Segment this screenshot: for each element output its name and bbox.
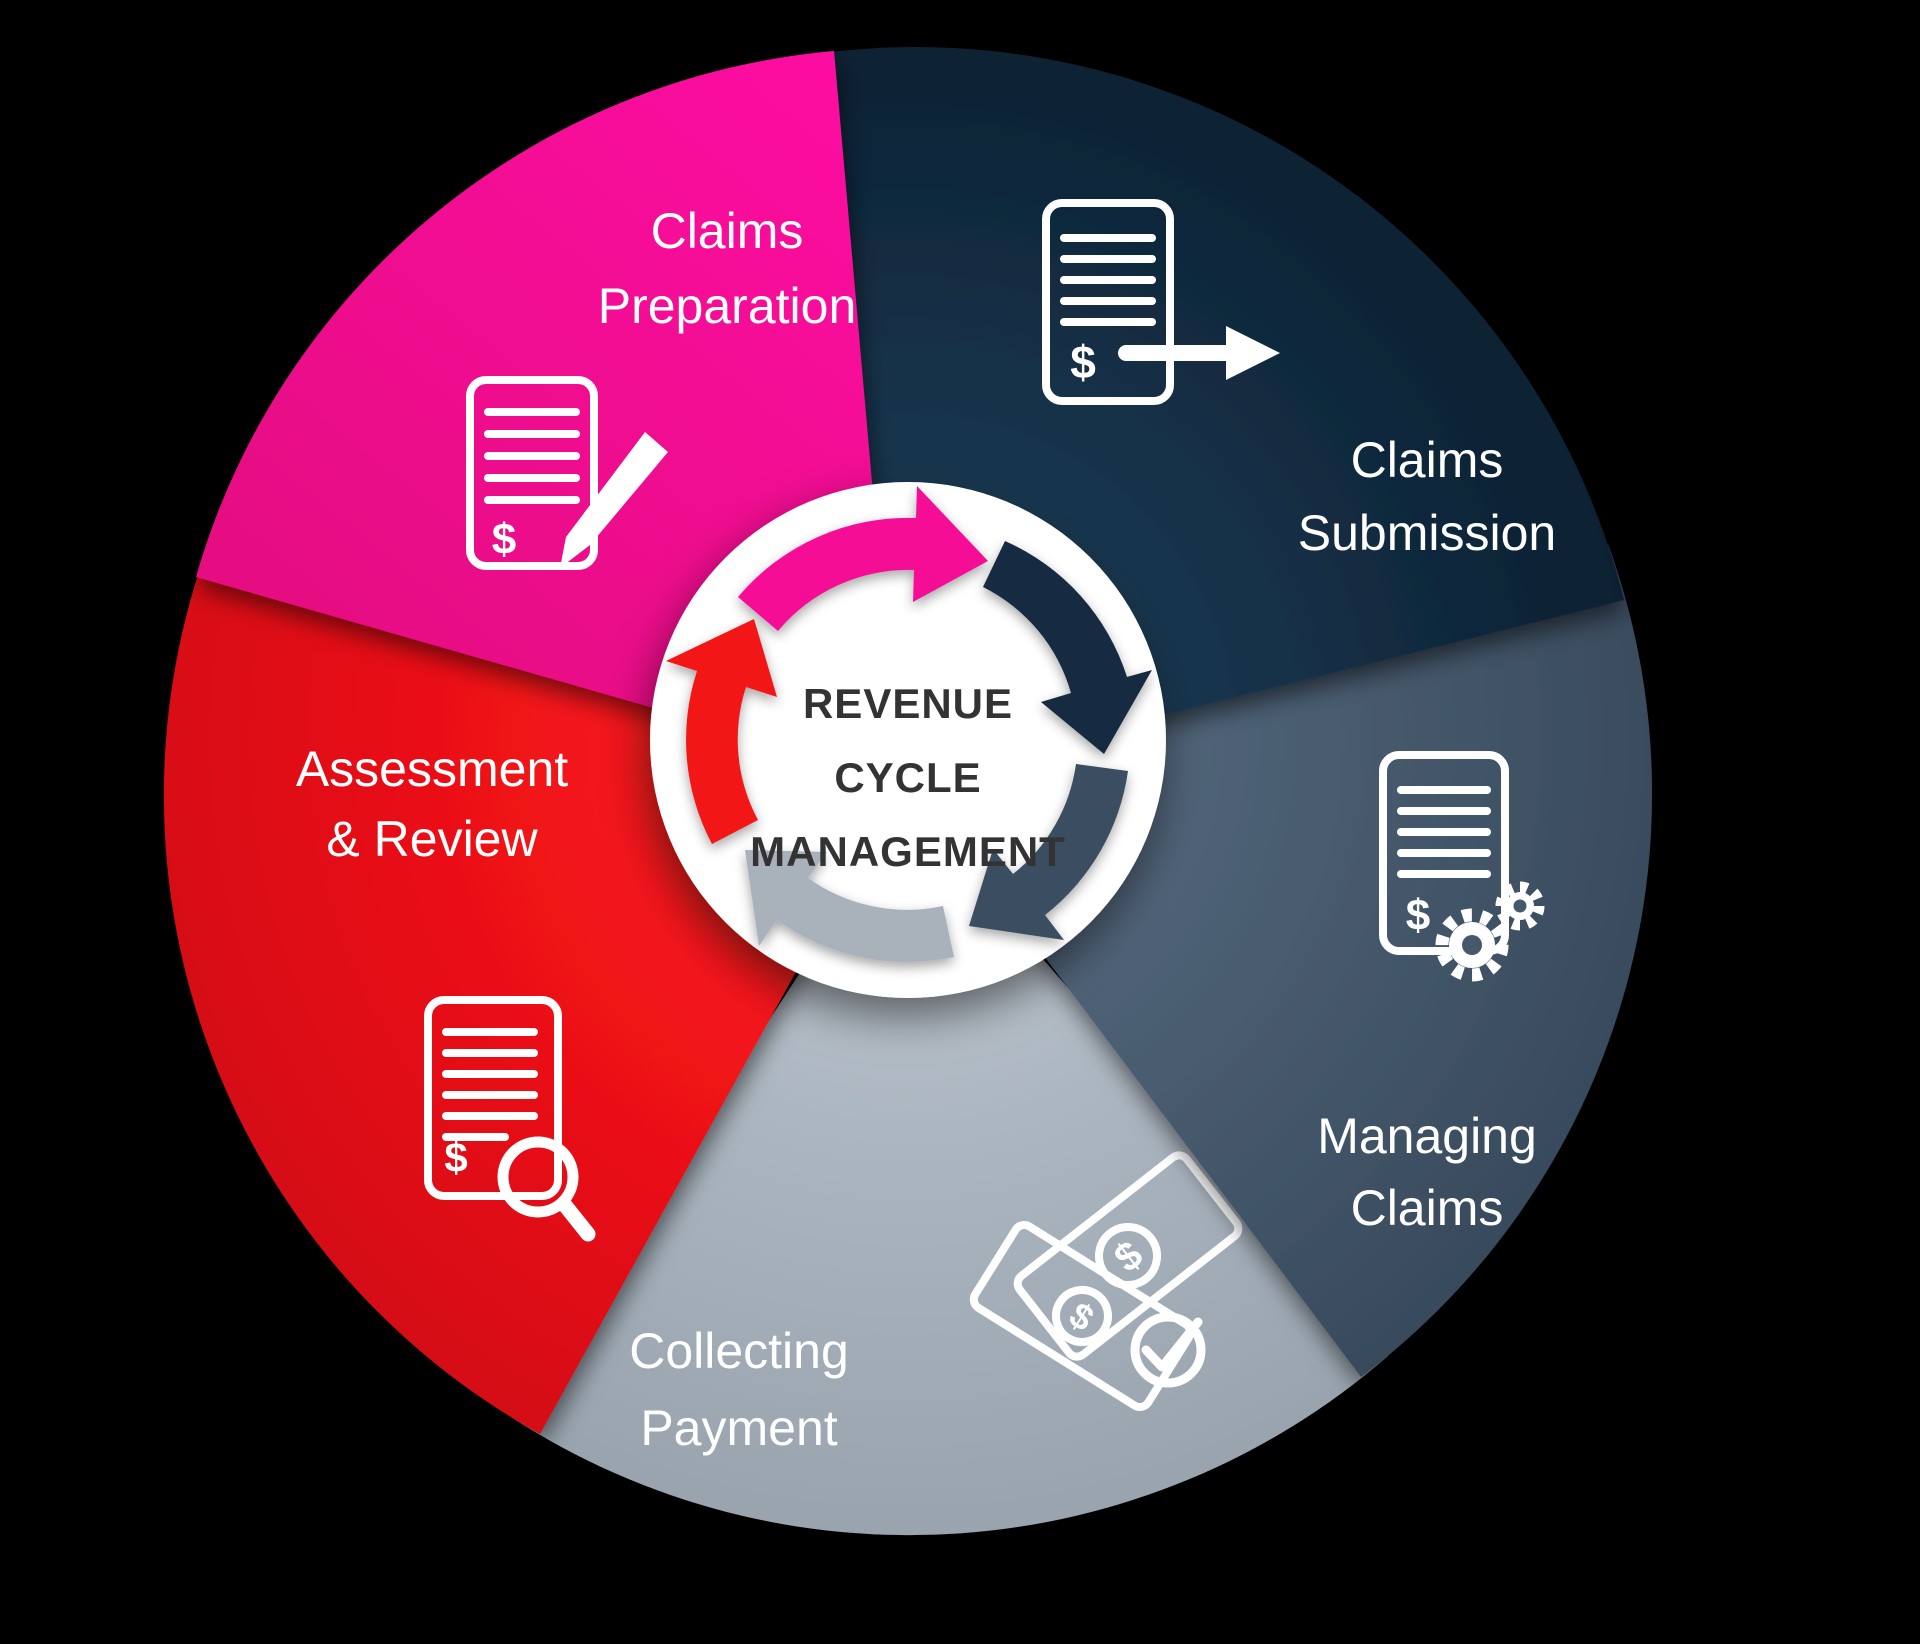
- collecting-payment-label-line2: Payment: [640, 1400, 837, 1456]
- collecting-payment-label-line1: Collecting: [629, 1323, 849, 1379]
- document-gears-icon: $: [1379, 751, 1545, 982]
- check-circle-icon: [1130, 1312, 1206, 1388]
- center-title-line3: MANAGEMENT: [750, 828, 1066, 875]
- document-send-icon: $: [1042, 199, 1280, 405]
- center-title-line1: REVENUE: [803, 680, 1013, 727]
- center-title: REVENUE CYCLE MANAGEMENT: [750, 680, 1066, 875]
- document-dollar-sign: $: [444, 1134, 467, 1181]
- claims-submission-label-line2: Submission: [1298, 505, 1556, 561]
- document-dollar-sign: $: [1406, 891, 1430, 940]
- document-magnifier-icon: $: [424, 996, 596, 1242]
- magnifier-icon: [497, 1136, 596, 1242]
- pen-icon: [560, 432, 668, 568]
- claims-submission-label-line1: Claims: [1351, 432, 1504, 488]
- document-pen-icon: $: [466, 376, 668, 570]
- gears-icon: [1435, 881, 1545, 982]
- send-arrow-icon: [1118, 326, 1280, 380]
- document-dollar-sign: $: [492, 515, 516, 564]
- segment-collecting-payment: $ $ Collecting Payment: [511, 805, 1388, 1536]
- center-title-line2: CYCLE: [834, 754, 981, 801]
- cycle-arrow-assessment-review: [666, 619, 777, 844]
- document-dollar-sign: $: [1070, 336, 1096, 388]
- managing-claims-label-line1: Managing: [1317, 1108, 1537, 1164]
- check-mark-icon: [1141, 1317, 1203, 1372]
- cycle-arrows: [666, 486, 1152, 963]
- cycle-arrow-managing-claims: [969, 764, 1128, 940]
- cycle-arrow-claims-preparation: [738, 486, 988, 631]
- banknotes-check-icon: $ $: [969, 1151, 1243, 1411]
- assessment-review-label-line2: & Review: [326, 811, 538, 867]
- claims-preparation-label-line2: Preparation: [598, 278, 857, 334]
- claims-preparation-label-line1: Claims: [651, 203, 804, 259]
- cycle-arrow-claims-submission: [983, 541, 1152, 754]
- assessment-review-label-line1: Assessment: [296, 741, 568, 797]
- managing-claims-label-line2: Claims: [1351, 1180, 1504, 1236]
- cycle-arrow-collecting-payment: [745, 850, 954, 963]
